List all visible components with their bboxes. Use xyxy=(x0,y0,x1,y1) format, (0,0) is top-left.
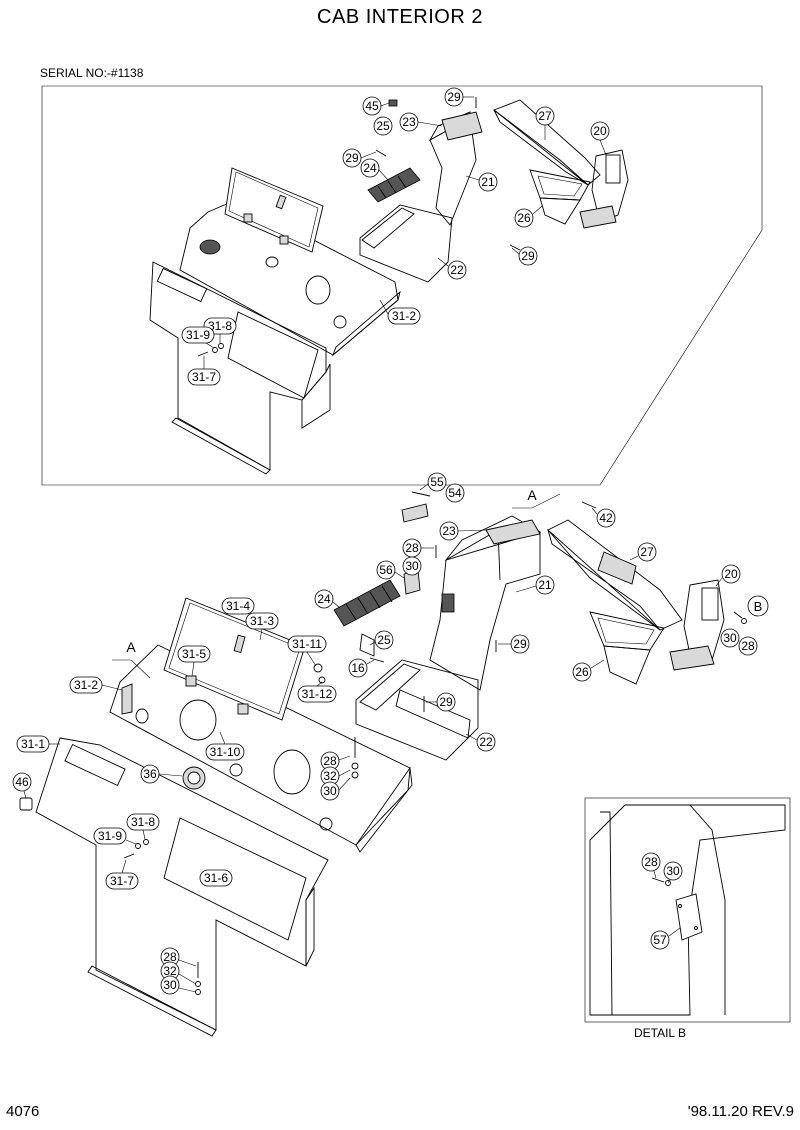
serial-section-border xyxy=(41,85,763,486)
callout-29: 29 xyxy=(513,637,527,651)
callout-28: 28 xyxy=(163,950,177,964)
page-title: CAB INTERIOR 2 xyxy=(317,6,483,28)
marker-b: B xyxy=(754,599,763,614)
revision-date: '98.11.20 REV.9 xyxy=(687,1103,794,1120)
callout-27: 27 xyxy=(640,545,654,559)
callout-56: 56 xyxy=(379,563,393,577)
page-number: 4076 xyxy=(6,1103,40,1120)
bottom-callouts: 55 54 42 23 28 30 56 21 27 20 24 31-4 31… xyxy=(12,472,758,995)
callout-31-3: 31-3 xyxy=(250,614,274,628)
top-dash-panel xyxy=(149,167,401,475)
callout-31-5: 31-5 xyxy=(182,647,206,661)
callout-16: 16 xyxy=(351,661,365,675)
marker-a: A xyxy=(126,639,136,655)
callout-54: 54 xyxy=(448,486,462,500)
callout-24: 24 xyxy=(363,161,377,175)
bottom-ducts xyxy=(333,491,747,761)
callout-42: 42 xyxy=(599,511,613,525)
callout-28: 28 xyxy=(741,639,755,653)
callout-36: 36 xyxy=(143,767,157,781)
callout-30: 30 xyxy=(405,559,419,573)
callout-24: 24 xyxy=(317,592,331,606)
callout-32: 32 xyxy=(163,964,177,978)
callout-23: 23 xyxy=(402,115,416,129)
callout-29: 29 xyxy=(447,90,461,104)
detail-b-title: DETAIL B xyxy=(634,1026,686,1040)
callout-30: 30 xyxy=(163,978,177,992)
callout-23: 23 xyxy=(442,524,456,538)
callout-31-2: 31-2 xyxy=(74,678,98,692)
callout-30: 30 xyxy=(323,784,337,798)
view-markers: A A B xyxy=(112,487,769,679)
callout-31-6: 31-6 xyxy=(204,871,228,885)
callout-31-1: 31-1 xyxy=(21,737,45,751)
callout-29: 29 xyxy=(521,249,535,263)
callout-25: 25 xyxy=(376,119,390,133)
serial-number: SERIAL NO:-#1138 xyxy=(40,66,144,80)
callout-55: 55 xyxy=(430,475,444,489)
detail-b-view: DETAIL B xyxy=(584,797,791,1040)
callout-20: 20 xyxy=(593,124,607,138)
callout-31-9: 31-9 xyxy=(98,829,122,843)
callout-31-8: 31-8 xyxy=(208,319,232,333)
callout-20: 20 xyxy=(724,567,738,581)
top-ducts xyxy=(359,97,629,283)
callout-22: 22 xyxy=(479,735,493,749)
callout-31-8: 31-8 xyxy=(131,815,155,829)
callout-31-10: 31-10 xyxy=(210,745,241,759)
callout-32: 32 xyxy=(323,769,337,783)
callout-27: 27 xyxy=(538,109,552,123)
callout-46: 46 xyxy=(15,775,29,789)
callout-29: 29 xyxy=(345,151,359,165)
callout-30: 30 xyxy=(723,631,737,645)
callout-31-7: 31-7 xyxy=(192,370,216,384)
callout-31-12: 31-12 xyxy=(302,687,333,701)
callout-29: 29 xyxy=(439,695,453,709)
callout-31-4: 31-4 xyxy=(226,599,250,613)
callout-26: 26 xyxy=(575,665,589,679)
callout-31-11: 31-11 xyxy=(292,637,322,651)
callout-57: 57 xyxy=(653,933,667,947)
callout-45: 45 xyxy=(365,99,379,113)
callout-28: 28 xyxy=(405,541,419,555)
top-callouts: 45 29 25 23 27 20 29 24 21 26 29 22 31-2 xyxy=(181,87,610,386)
callout-26: 26 xyxy=(517,211,531,225)
callout-28: 28 xyxy=(323,754,337,768)
marker-a: A xyxy=(527,487,537,503)
callout-25: 25 xyxy=(377,633,391,647)
bottom-dash-panel xyxy=(19,597,413,1037)
callout-30: 30 xyxy=(666,864,680,878)
callout-31-7: 31-7 xyxy=(110,874,134,888)
callout-31-9: 31-9 xyxy=(186,328,210,342)
callout-28: 28 xyxy=(644,855,658,869)
callout-21: 21 xyxy=(538,578,552,592)
callout-31-2: 31-2 xyxy=(392,309,416,323)
callout-22: 22 xyxy=(450,263,464,277)
callout-21: 21 xyxy=(481,175,495,189)
